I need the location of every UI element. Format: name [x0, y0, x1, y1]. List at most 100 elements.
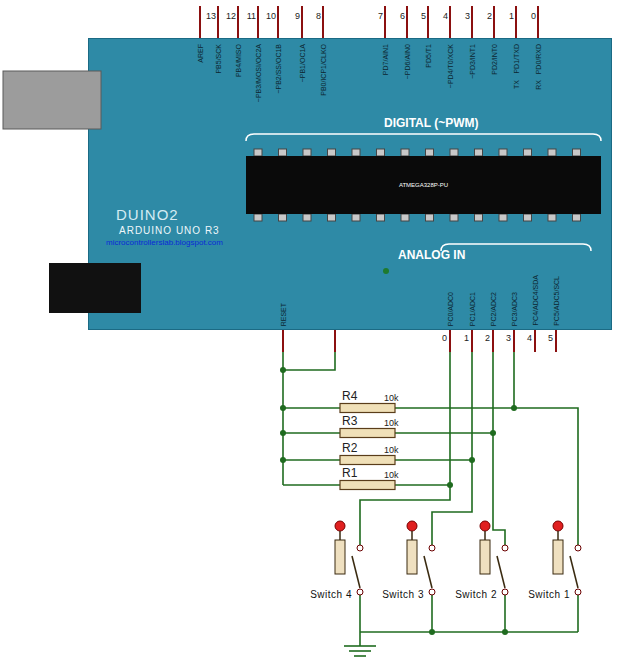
- pin-label: PC0/ADC0: [447, 292, 454, 326]
- ground-symbol: [344, 645, 376, 647]
- resistor-label: R1: [342, 467, 357, 479]
- wire: [360, 352, 450, 545]
- pin-number: 3: [465, 12, 470, 21]
- chip-pin: [548, 149, 556, 156]
- wire: [432, 352, 472, 545]
- chip-pin: [499, 149, 507, 156]
- wire: [577, 595, 579, 632]
- chip-pin: [548, 214, 556, 221]
- junction-dot: [429, 629, 435, 635]
- pin-stub: [513, 330, 515, 352]
- pin-label: ~PB3/MOSI/OC2A: [255, 44, 262, 102]
- pin-number: 5: [421, 12, 426, 21]
- pin-label: PC3/ADC3: [511, 292, 518, 326]
- switch-symbol: [357, 545, 363, 551]
- pin-stub: [282, 330, 284, 352]
- pin-number: 11: [247, 12, 256, 21]
- pin-number: 12: [226, 12, 236, 21]
- wire: [514, 352, 578, 545]
- junction-dot: [280, 405, 286, 411]
- ground-symbol: [344, 632, 376, 656]
- pin-label: TX: [513, 80, 520, 89]
- resistor-symbol: [340, 429, 395, 438]
- chip-pin: [401, 149, 409, 156]
- chip-pin: [303, 149, 311, 156]
- junction-dot: [447, 482, 453, 488]
- switch-symbol: [352, 556, 360, 588]
- pin-stub: [449, 6, 451, 38]
- ground-symbol: [359, 632, 361, 646]
- ground-symbol: [354, 655, 366, 657]
- pin-stub: [277, 6, 279, 38]
- chip-pin: [328, 149, 336, 156]
- pin-label: PD2/INT0: [491, 44, 498, 75]
- chip-pin: [377, 149, 385, 156]
- pin-number: 13: [206, 12, 216, 21]
- junction-dot: [280, 367, 286, 373]
- switch-symbol: [570, 556, 578, 588]
- chip-pin: [254, 149, 262, 156]
- chip-pin: [279, 149, 287, 156]
- wire: [359, 595, 361, 632]
- resistor-symbol: [340, 404, 395, 413]
- pin-stub: [301, 6, 303, 38]
- switch-symbol: [335, 521, 345, 531]
- pin-stub: [237, 6, 239, 38]
- pin-stub: [471, 6, 473, 38]
- pin-stub: [534, 330, 536, 352]
- switch-symbol: [497, 556, 505, 588]
- switch-symbol: [502, 545, 508, 551]
- website-label: microcontrollerslab.blogspot.com: [106, 239, 223, 247]
- resistor-value: 10k: [384, 471, 399, 480]
- chip-pin: [352, 149, 360, 156]
- chip-pin: [524, 214, 532, 221]
- power-jack: [49, 263, 141, 313]
- wire: [283, 459, 340, 461]
- chip-pin: [499, 214, 507, 221]
- pin-number: 2: [485, 334, 490, 343]
- wire: [504, 595, 506, 632]
- pin-number: 8: [316, 12, 321, 21]
- pin-stub: [471, 330, 473, 352]
- pin-stub: [257, 6, 259, 38]
- pin-stub: [537, 6, 539, 38]
- usb-connector: [3, 71, 101, 129]
- resistor-label: R4: [342, 390, 357, 402]
- junction-dot: [469, 457, 475, 463]
- switch-symbol: [480, 540, 490, 574]
- pin-number: 6: [400, 12, 405, 21]
- switch-label: Switch 1: [528, 590, 570, 600]
- wire: [395, 407, 514, 409]
- switch-symbol: [357, 589, 363, 595]
- chip-pin: [377, 214, 385, 221]
- wire: [283, 352, 335, 370]
- switch-symbol: [553, 521, 563, 531]
- wire: [395, 432, 493, 434]
- pin-label: PC5/ADC5/SCL: [553, 276, 560, 326]
- pin-label: PD5/T1: [425, 44, 432, 68]
- resistor-value: 10k: [384, 394, 399, 403]
- chip-pin: [426, 149, 434, 156]
- junction-dot: [280, 367, 517, 635]
- pin-stub: [555, 330, 557, 352]
- board-model: ARDUINO UNO R3: [119, 226, 220, 236]
- switch-label: Switch 4: [310, 590, 352, 600]
- pin-stub: [217, 6, 219, 38]
- chip-pin: [524, 149, 532, 156]
- junction-dot: [280, 457, 286, 463]
- junction-dot: [511, 405, 517, 411]
- chip-pin: [279, 214, 287, 221]
- chip-body: ATMEGA328P-PU: [246, 156, 601, 214]
- chip-pin: [426, 214, 434, 221]
- pin-stub: [322, 6, 324, 38]
- chip-pin: [450, 214, 458, 221]
- pin-label: PD0/RXD: [535, 44, 542, 74]
- chip-pin: [573, 214, 581, 221]
- pin-label: PB0/ICP1/CLKO: [320, 44, 327, 96]
- junction-dot: [280, 430, 286, 436]
- pin-number: 1: [509, 12, 514, 21]
- pin-stub: [334, 330, 336, 352]
- chip-pin: [573, 149, 581, 156]
- switch-symbol: [424, 556, 432, 588]
- pin-number: 0: [442, 334, 447, 343]
